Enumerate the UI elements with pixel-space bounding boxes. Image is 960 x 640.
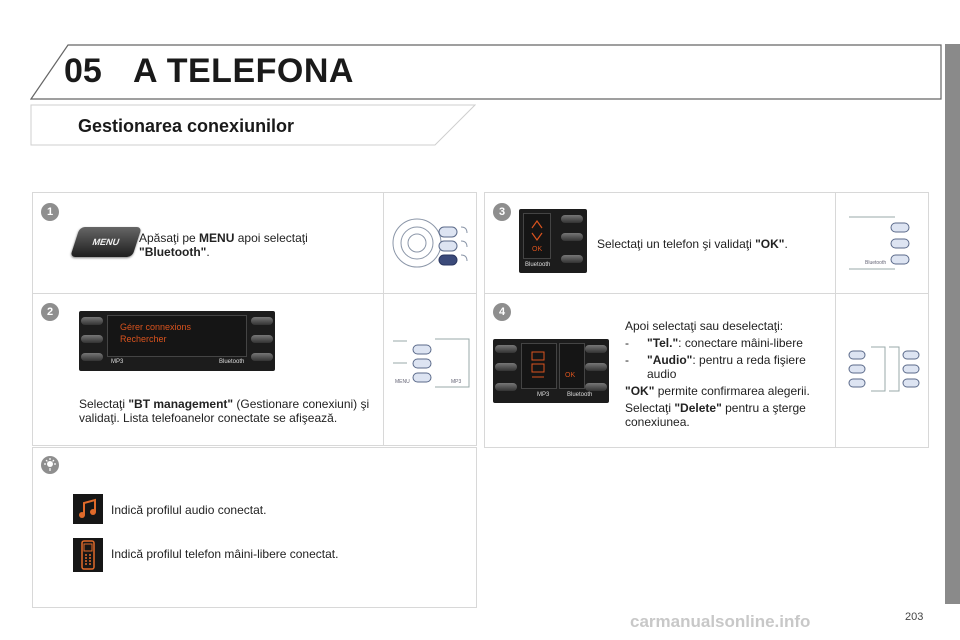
screen-ok-label: OK: [532, 246, 543, 253]
checkbox-icons: [531, 351, 545, 378]
chapter-number: 05: [64, 52, 102, 90]
display-panel: [521, 343, 557, 389]
step-2-badge: 2: [41, 303, 59, 321]
line-art-menu-label: MENU: [395, 379, 410, 385]
bullet-audio: - "Audio": pentru a reda fişiere audio: [625, 353, 806, 381]
side-button: [561, 255, 583, 263]
side-button: [585, 345, 607, 353]
radio-dial-line-art: [392, 218, 468, 268]
side-button: [495, 383, 517, 391]
side-button: [561, 215, 583, 223]
mobile-phone-icon: [73, 538, 103, 572]
side-button: [495, 363, 517, 371]
column-separator: [835, 193, 836, 447]
side-strip: [945, 44, 960, 604]
screen-ok-label: OK: [565, 372, 576, 379]
screen-footer-mp3: MP3: [537, 392, 550, 398]
step-4-text: Apoi selectaţi sau deselectaţi: - "Tel."…: [625, 319, 835, 429]
section-title: Gestionarea conexiunilor: [78, 116, 295, 136]
watermark: carmanualsonline.info: [630, 612, 811, 631]
screen-footer-bluetooth: Bluetooth: [567, 392, 593, 398]
screen-line-2: Rechercher: [120, 334, 167, 344]
side-button: [251, 317, 273, 325]
screen-footer-bluetooth: Bluetooth: [219, 359, 245, 365]
bt-management-screen: Gérer connexions Rechercher MP3 Bluetoot…: [79, 311, 275, 371]
side-button: [585, 363, 607, 371]
screen-line-1: Gérer connexions: [120, 322, 192, 332]
display-panel: OK: [523, 213, 551, 259]
chapter-header-frame: [30, 44, 942, 100]
display-panel: Gérer connexions Rechercher: [107, 315, 247, 357]
delete-instruction: Selectaţi "Delete" pentru a şterge conex…: [625, 401, 806, 429]
row-separator: [485, 293, 928, 294]
side-button: [81, 317, 103, 325]
page-number: 203: [905, 611, 924, 623]
side-button: [251, 335, 273, 343]
connection-options-screen: MP3 OK Bluetooth: [493, 339, 609, 403]
chapter-title: A TELEFONA: [133, 52, 354, 90]
options-buttons-line-art: [848, 346, 920, 392]
lamp-icon: [41, 456, 59, 474]
menu-button: MENU: [70, 227, 142, 257]
line-art-mp3-label: MP3: [451, 379, 462, 385]
step-3-badge: 3: [493, 203, 511, 221]
step-4-intro: Apoi selectaţi sau deselectaţi:: [625, 319, 784, 333]
display-panel: OK: [559, 343, 585, 389]
row-separator: [33, 293, 476, 294]
side-button: [495, 345, 517, 353]
screen-footer-mp3: MP3: [111, 359, 124, 365]
section-header-frame: [30, 104, 476, 146]
column-separator: [383, 193, 384, 445]
arrows-icon: [531, 219, 543, 242]
tips-panel: Indică profilul audio conectat. Indică p…: [32, 447, 477, 608]
screen-footer-bluetooth: Bluetooth: [525, 262, 551, 268]
ok-instruction: "OK" permite confirmarea alegerii.: [625, 384, 810, 398]
side-button: [251, 353, 273, 361]
step-1-text: Apăsaţi pe MENU apoi selectaţi "Bluetoot…: [139, 231, 308, 259]
line-art-bluetooth-label: Bluetooth: [865, 260, 887, 266]
bullet-tel: - "Tel.": conectare mâini-libere: [625, 336, 803, 350]
step-1-badge: 1: [41, 203, 59, 221]
right-steps-panel: 3 OK Bluetooth Selectaţi un telefon şi v…: [484, 192, 929, 448]
side-button: [81, 353, 103, 361]
step-4-badge: 4: [493, 303, 511, 321]
handsfree-profile-text: Indică profilul telefon mâini-libere con…: [111, 547, 339, 561]
ok-screen: OK Bluetooth: [519, 209, 587, 273]
step-3-text: Selectaţi un telefon şi validaţi "OK".: [597, 237, 788, 251]
menu-button-image: MENU: [70, 227, 142, 257]
side-button: [81, 335, 103, 343]
music-note-icon: [73, 494, 103, 524]
side-button: [585, 383, 607, 391]
ok-buttons-line-art: [849, 216, 910, 270]
audio-profile-text: Indică profilul audio conectat.: [111, 503, 267, 517]
left-steps-panel: 1 MENU Apăsaţi pe MENU apoi selectaţi "B…: [32, 192, 477, 446]
control-buttons-line-art: [393, 338, 470, 388]
side-button: [561, 233, 583, 241]
step-2-text: Selectaţi "BT management" (Gestionare co…: [79, 397, 370, 425]
